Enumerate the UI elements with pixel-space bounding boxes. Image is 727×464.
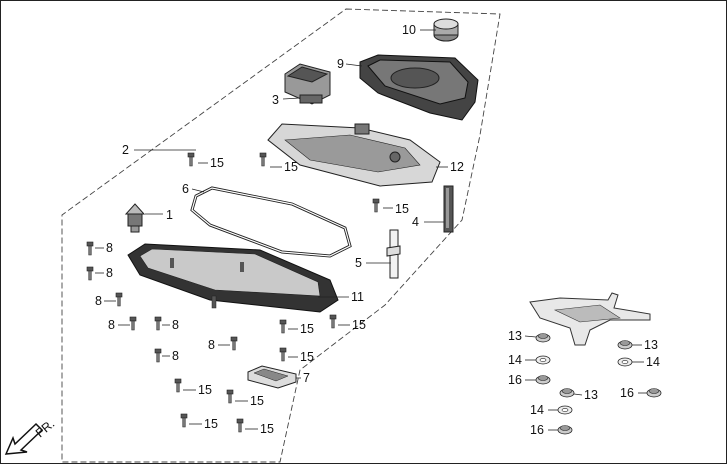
callout-15-g: 15 (198, 383, 212, 397)
part-9-meter-cover (359, 54, 479, 121)
callout-2: 2 (122, 143, 129, 157)
part-1-bulb (124, 203, 146, 233)
callout-6: 6 (182, 182, 189, 196)
direction-label: FR. (33, 417, 57, 441)
part-12-circuit-board (267, 123, 441, 187)
callout-12: 12 (450, 160, 464, 174)
callout-3: 3 (272, 93, 279, 107)
nut-washer-marks (535, 333, 662, 435)
part-4-bracket (443, 185, 454, 233)
callout-15-d: 15 (300, 322, 314, 336)
part-10-cap (433, 18, 459, 42)
part-7-pad (247, 365, 297, 389)
callout-15-a: 15 (210, 156, 224, 170)
part-5-prism (386, 229, 401, 279)
callout-10: 10 (402, 23, 416, 37)
leader-lines (95, 29, 647, 431)
callout-7: 7 (303, 371, 310, 385)
callout-13-a: 13 (508, 329, 522, 343)
callout-16-a: 16 (508, 373, 522, 387)
callout-11: 11 (351, 290, 364, 304)
callout-labels: 10 9 3 2 15 15 12 6 1 15 4 8 5 8 11 8 8 … (95, 23, 660, 437)
part-6-gasket (190, 186, 352, 258)
callout-16-c: 16 (530, 423, 544, 437)
callout-15-b: 15 (284, 160, 298, 174)
callout-15-e: 15 (352, 318, 366, 332)
callout-8-g: 8 (172, 349, 179, 363)
callout-8-e: 8 (172, 318, 179, 332)
callout-8-a: 8 (106, 241, 113, 255)
callout-15-h: 15 (250, 394, 264, 408)
assembly-outline (61, 8, 501, 463)
callout-14-c: 14 (530, 403, 544, 417)
callout-16-b: 16 (620, 386, 634, 400)
mounting-bracket (529, 292, 651, 346)
callout-1: 1 (166, 208, 173, 222)
callout-8-c: 8 (95, 294, 102, 308)
callout-15-f: 15 (300, 350, 314, 364)
callout-13-b: 13 (644, 338, 658, 352)
arrow-front-icon (4, 422, 44, 455)
callout-8-b: 8 (106, 266, 113, 280)
callout-15-i: 15 (204, 417, 218, 431)
callout-4: 4 (412, 215, 419, 229)
part-11-meter-case (127, 243, 339, 313)
callout-8-d: 8 (108, 318, 115, 332)
callout-15-c: 15 (395, 202, 409, 216)
callout-5: 5 (355, 256, 362, 270)
part-3-socket (284, 63, 331, 105)
callout-8-f: 8 (208, 338, 215, 352)
callout-15-j: 15 (260, 422, 274, 436)
callout-13-c: 13 (584, 388, 598, 402)
callout-9: 9 (337, 57, 344, 71)
callout-14-a: 14 (508, 353, 522, 367)
callout-14-b: 14 (646, 355, 660, 369)
